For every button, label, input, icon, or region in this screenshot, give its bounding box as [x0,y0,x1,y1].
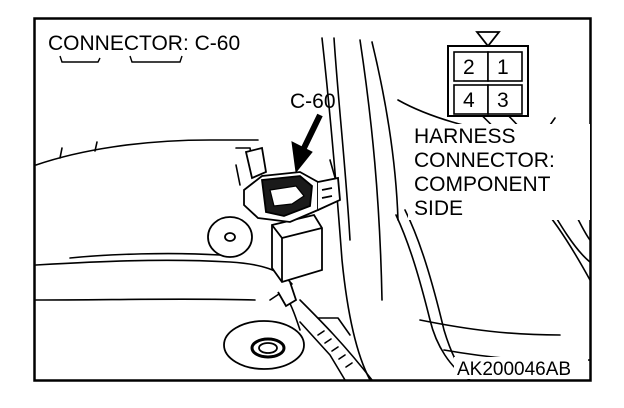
harness-line: CONNECTOR: [414,149,555,172]
code-backdrop [454,357,588,379]
pin-number: 3 [497,89,509,112]
pin-number: 2 [463,56,475,79]
connector-face-view: 2 1 4 3 [447,31,529,117]
floor-grommet [223,320,305,370]
pointer-label: C-60 [290,90,336,113]
connector-title: CONNECTOR: C-60 [48,32,240,55]
pointer-arrow [291,113,323,174]
harness-line: HARNESS [414,125,516,148]
harness-line: COMPONENT [414,173,551,196]
pin-number: 4 [463,89,475,112]
grommet-hole [207,216,253,258]
component-unit [271,213,323,308]
harness-connector-label: HARNESS CONNECTOR: COMPONENT SIDE [408,124,590,220]
connector-c60 [243,146,341,223]
title-underline-brackets [59,55,183,63]
figure-code: AK200046AB [457,359,571,380]
key-triangle-icon [475,31,501,48]
harness-line: SIDE [414,197,463,220]
pin-number: 1 [497,56,509,79]
